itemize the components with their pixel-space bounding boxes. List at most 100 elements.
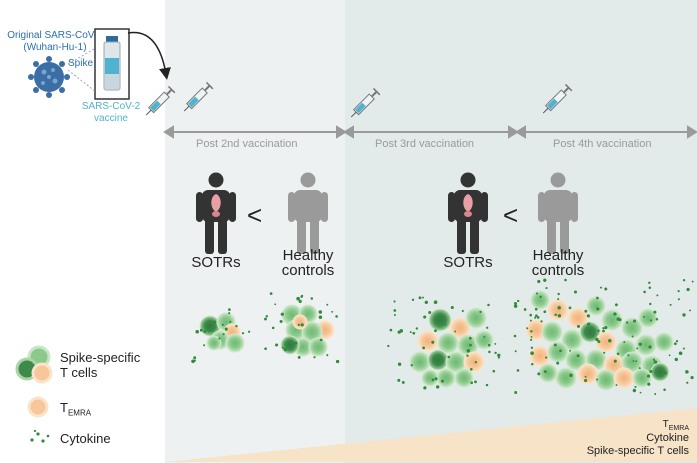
healthy-person-icon xyxy=(538,172,578,254)
cytokine-dot xyxy=(513,304,518,308)
cytokine-dot xyxy=(193,356,197,360)
cytokine-dot xyxy=(199,328,203,332)
spike-specific-t-cell xyxy=(561,329,583,351)
cytokine-dot xyxy=(596,378,598,381)
cytokine-dot xyxy=(213,320,217,324)
cytokine-dot xyxy=(529,338,533,341)
spike-specific-t-cell xyxy=(280,335,300,355)
period-label-2nd: Post 2nd vaccination xyxy=(196,138,298,150)
cytokine-dot xyxy=(326,303,329,306)
cytokine-dot xyxy=(195,329,199,334)
cytokine-dot xyxy=(313,356,316,359)
cytokine-dot xyxy=(599,286,603,289)
cytokine-dot xyxy=(271,326,275,330)
cytokine-dot xyxy=(535,314,538,317)
healthy-person-icon xyxy=(288,172,328,254)
cytokine-dot xyxy=(631,335,634,338)
cytokine-dot xyxy=(603,351,606,354)
cytokine-dot xyxy=(576,354,580,358)
spike-specific-t-cell xyxy=(474,330,494,350)
cytokine-dot xyxy=(393,309,397,312)
cytokine-dot xyxy=(682,279,686,282)
legend-cytokine-label: Cytokine xyxy=(60,431,111,446)
temra-cell xyxy=(529,345,551,367)
cytokine-dot xyxy=(488,350,491,354)
cytokine-dot xyxy=(422,346,426,350)
cytokine-dot xyxy=(534,316,537,319)
cytokine-dot xyxy=(682,347,685,350)
spike-specific-t-cell xyxy=(530,290,550,310)
cytokine-dot xyxy=(636,347,639,350)
cytokine-dot xyxy=(523,308,527,311)
cytokine-dot xyxy=(300,295,303,299)
cytokine-dot xyxy=(411,298,415,302)
cytokine-dot xyxy=(632,360,635,362)
cytokine-dot xyxy=(569,373,573,378)
cytokine-dot xyxy=(466,354,469,357)
cytokine-dot xyxy=(586,314,591,318)
cytokine-dot xyxy=(415,327,418,330)
cytokine-dot xyxy=(397,378,401,382)
cytokine-dot xyxy=(283,347,287,352)
cytokine-dot xyxy=(410,364,413,367)
spike-specific-t-cell xyxy=(579,321,601,343)
cytokine-dot xyxy=(656,294,659,297)
cytokine-dot xyxy=(218,337,221,340)
cytokine-dot xyxy=(434,377,438,381)
cytokine-dot xyxy=(545,356,548,359)
spike-specific-t-cell xyxy=(421,369,439,387)
cytokine-dot xyxy=(298,299,302,304)
legend-spike-label: Spike-specific T cells xyxy=(60,350,141,380)
spike-specific-t-cell xyxy=(436,368,456,388)
cytokine-dot xyxy=(264,317,267,321)
spike-specific-t-cell xyxy=(454,368,474,388)
spike-specific-t-cell xyxy=(547,341,569,363)
cytokine-dot xyxy=(461,309,464,313)
cytokine-dot xyxy=(235,324,238,328)
gradient-temra-label: TEMRA xyxy=(662,419,689,432)
cytokine-dot xyxy=(221,323,224,326)
cytokine-dot xyxy=(632,388,637,393)
cytokine-dot xyxy=(614,303,618,307)
cytokine-dot xyxy=(535,292,539,295)
legend-spike-cells-icon xyxy=(15,345,53,384)
cytokine-dot xyxy=(677,298,680,301)
cytokine-dot xyxy=(686,287,690,292)
cytokine-dot xyxy=(297,323,300,327)
cytokine-dot xyxy=(529,319,532,322)
cytokine-dot xyxy=(530,346,534,349)
cytokine-dot xyxy=(424,300,428,304)
temra-cell xyxy=(463,351,485,373)
sotrs-label: SOTRs xyxy=(191,254,241,271)
cytokine-dot xyxy=(422,296,424,299)
cytokine-dot xyxy=(397,362,402,366)
cytokine-dot xyxy=(557,298,560,301)
cytokine-dot xyxy=(557,305,561,310)
cytokine-dot xyxy=(468,336,472,340)
cytokine-dot xyxy=(274,303,277,306)
cytokine-dot xyxy=(280,312,284,316)
cytokine-dot xyxy=(450,305,454,310)
cytokine-dot xyxy=(691,280,694,283)
cytokine-dot xyxy=(649,319,653,322)
cytokine-dot xyxy=(514,301,517,305)
cytokine-dot xyxy=(674,342,677,346)
cytokine-dot xyxy=(387,344,390,348)
cytokine-dot xyxy=(474,380,477,384)
legend-cytokine-icon xyxy=(30,429,50,443)
cytokine-dot xyxy=(608,338,612,343)
cytokine-dot xyxy=(436,385,440,389)
cytokine-dot xyxy=(537,372,541,376)
cytokine-dot xyxy=(447,355,451,359)
cytokine-dot xyxy=(539,295,542,299)
cytokine-dot xyxy=(597,340,601,344)
cytokine-dot xyxy=(613,359,617,363)
cytokine-dot xyxy=(537,279,541,284)
cytokine-dot xyxy=(310,297,314,300)
cytokine-dot xyxy=(494,342,497,345)
temra-cell xyxy=(292,314,308,330)
cytokine-dot xyxy=(497,353,501,357)
cytokine-dot xyxy=(470,381,474,385)
cytokine-dot xyxy=(297,355,301,359)
